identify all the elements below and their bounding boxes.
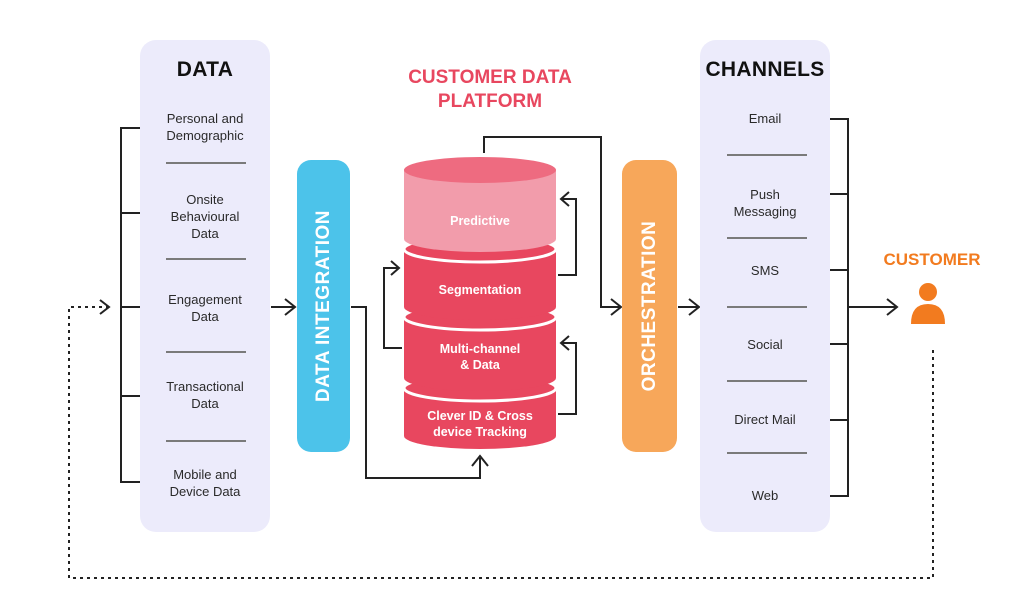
channels-panel: CHANNELS Email Push Messaging SMS Social… (700, 40, 830, 532)
cdp-layer-label-multichannel: Multi-channel & Data (439, 342, 521, 372)
channel-item-email: Email (748, 111, 782, 126)
data-separator (166, 351, 246, 353)
orchestration-bar: ORCHESTRATION (622, 160, 677, 452)
data-integration-bar: DATA INTEGRATION (297, 160, 350, 452)
channel-separator (727, 306, 807, 308)
cdp-layer-segmentation (404, 249, 556, 320)
data-separator (166, 162, 246, 164)
channel-item-social: Social (747, 337, 783, 352)
cdp-layer-predictive (404, 170, 556, 252)
channel-item-sms: SMS (750, 263, 780, 278)
channels-panel-title: CHANNELS (705, 58, 825, 81)
arrow-integration-to-cdp (351, 306, 489, 479)
cdp-layer-multichannel (404, 317, 556, 391)
cdp-layer-clever-id (404, 388, 556, 449)
arrow-channels-to-customer (848, 298, 899, 316)
cdp-title: CUSTOMER DATA PLATFORM (408, 67, 572, 112)
channels-bracket (830, 118, 849, 497)
feedback-loop (68, 306, 934, 579)
data-item-engagement: Engagement Data (168, 292, 242, 324)
channel-separator (727, 237, 807, 239)
arrow-orchestration-to-channels (678, 298, 701, 316)
channel-separator (727, 452, 807, 454)
channel-separator (727, 380, 807, 382)
data-separator (166, 440, 246, 442)
data-separator (166, 258, 246, 260)
cdp-layer-label-clever-id: Clever ID & Cross device Tracking (427, 409, 533, 439)
database-cylinder (402, 157, 558, 449)
arrow-cdp-to-orchestration (483, 136, 623, 316)
channel-item-push: Push Messaging (733, 187, 797, 219)
person-icon (911, 283, 945, 324)
orchestration-label: ORCHESTRATION (638, 220, 660, 392)
cdp-loop-arrows (383, 191, 577, 415)
arrow-data-to-integration (271, 298, 297, 316)
channel-item-direct-mail: Direct Mail (734, 412, 796, 427)
feedback-loop-arrowhead (99, 299, 111, 315)
cdp-layer-label-predictive: Predictive (450, 214, 510, 228)
data-bracket (120, 127, 140, 483)
channel-item-web: Web (751, 488, 779, 503)
data-panel-title: DATA (176, 58, 234, 81)
data-item-personal: Personal and Demographic (166, 111, 244, 143)
data-item-mobile: Mobile and Device Data (169, 467, 241, 499)
cdp-layer-label-segmentation: Segmentation (438, 283, 522, 297)
data-item-transactional: Transactional Data (166, 379, 244, 411)
data-item-onsite: Onsite Behavioural Data (170, 192, 240, 241)
channel-separator (727, 154, 807, 156)
customer-label: CUSTOMER (883, 250, 981, 269)
data-panel: DATA Personal and Demographic Onsite Beh… (140, 40, 270, 532)
